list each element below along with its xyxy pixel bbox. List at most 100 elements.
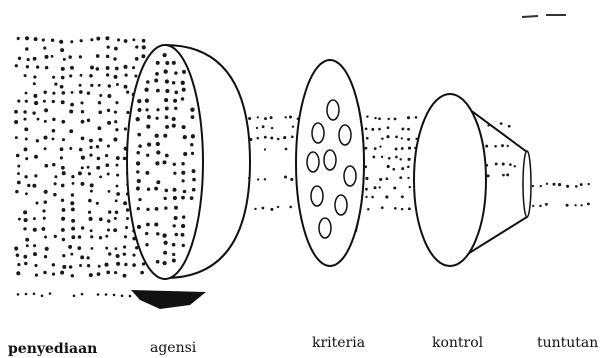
dot [588,183,590,185]
dot [283,136,286,139]
dot [97,272,101,276]
dot [408,147,411,150]
dot [156,150,160,154]
dot [401,167,404,170]
criteria-disc [296,60,364,266]
dot [17,293,20,296]
dot [107,172,110,175]
dot [154,222,158,226]
dot [43,47,46,50]
dot [43,100,46,103]
dot [285,148,288,151]
dot [285,116,287,118]
dot [147,143,151,147]
dot [51,38,54,41]
dot [96,166,100,170]
dot [264,148,266,150]
dot [41,295,44,298]
dot [249,138,252,141]
dot [108,252,111,255]
dot [116,192,120,196]
dot [106,73,109,76]
bottom-dotted-line [17,292,132,297]
dot [98,84,101,87]
dot [123,157,127,161]
dot [52,92,55,95]
dot [68,55,71,58]
dot [54,82,57,85]
dot [62,265,66,269]
dot [190,196,194,200]
dot [137,133,141,137]
dot [43,217,46,220]
dot [575,185,578,188]
dot [165,154,169,158]
dot [123,253,126,256]
dot [87,264,90,267]
dot [62,254,65,257]
dot [172,259,176,263]
dot [32,184,36,188]
dot [485,145,488,148]
dot [79,264,82,267]
dot [81,166,84,169]
dot [566,185,569,188]
dot [264,117,267,120]
dot [114,111,117,114]
dot [137,179,141,183]
dot [99,175,102,178]
dot [374,117,376,119]
dot [367,208,370,211]
dot [69,109,73,113]
dot [165,107,169,111]
dot [371,196,374,199]
dot [71,91,74,94]
dot [81,293,84,296]
dot [365,188,368,191]
dot [90,66,94,70]
dot [71,235,75,239]
dot [45,55,49,59]
dot [141,54,145,58]
dot [44,255,47,258]
dot [71,219,75,223]
dot [61,67,65,71]
dot [71,274,74,277]
dot [99,217,103,221]
dot [89,74,93,78]
dot [270,208,273,211]
dot [70,66,74,70]
dot [393,186,396,189]
dot [137,99,141,103]
dot [365,196,367,198]
dot [25,47,28,50]
dot [97,157,101,161]
dot [17,181,21,185]
dot [25,36,29,40]
dot [162,160,166,164]
dot [379,145,381,147]
dot [14,120,18,124]
dot [183,152,187,156]
dot [26,244,29,247]
dot [532,205,534,207]
dot [33,217,36,220]
dot [155,161,159,165]
dot [108,84,112,88]
dot [97,126,101,130]
dot [494,145,497,148]
dot [33,244,36,247]
dot [116,174,119,177]
dot [61,91,65,95]
dot [114,271,117,274]
dot [174,71,177,74]
dot [23,110,26,113]
dot [81,182,85,186]
dot [25,157,28,160]
dot [27,58,30,61]
dot [114,217,117,220]
dot [14,110,18,114]
dot [172,124,176,128]
dot [89,153,92,156]
dot [34,101,38,105]
